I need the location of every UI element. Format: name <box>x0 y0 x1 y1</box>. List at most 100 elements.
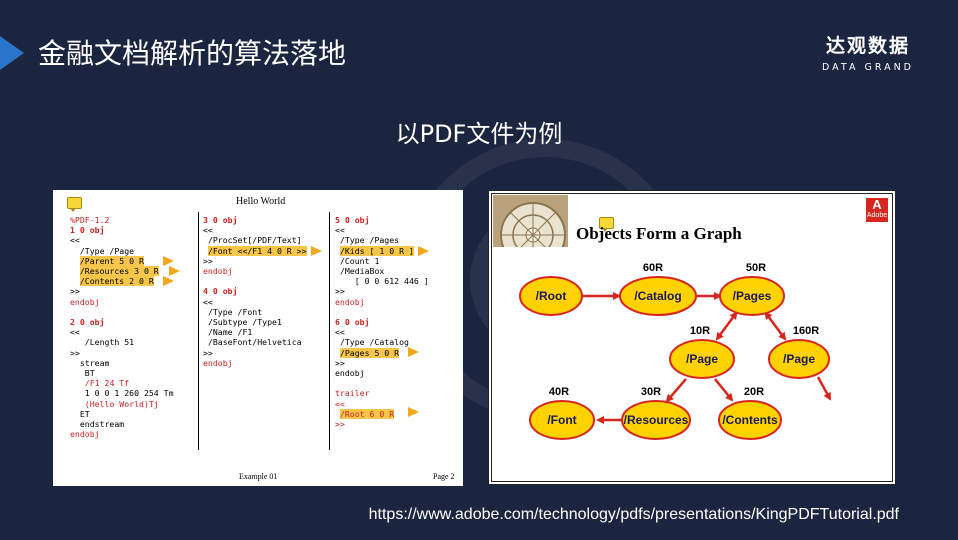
brand-name-en: DATA GRAND <box>822 62 914 73</box>
code-line: /Root 6 0 R <box>340 409 394 419</box>
node-page-2: /Page 160R <box>769 325 829 378</box>
svg-text:/Catalog: /Catalog <box>634 289 681 303</box>
code-line: >> <box>70 286 80 296</box>
reference-arrow <box>408 347 419 357</box>
code-line: >> <box>203 348 213 358</box>
code-line: /Subtype /Type1 <box>208 317 282 327</box>
svg-text:/Page: /Page <box>686 352 718 366</box>
pdf-source-example: Hello World %PDF-1.2 1 0 obj << /Type /P… <box>53 190 463 486</box>
code-line: /ProcSet[/PDF/Text] <box>208 235 302 245</box>
title-marker <box>0 36 24 70</box>
svg-text:/Page: /Page <box>783 352 815 366</box>
svg-text:160R: 160R <box>793 325 819 337</box>
code-line: 1 0 0 1 260 254 Tm <box>85 388 174 398</box>
code-line: (Hello World)Tj <box>85 399 159 409</box>
code-line: >> <box>335 286 345 296</box>
code-line: /Pages 5 0 R <box>340 348 399 358</box>
code-line: << <box>335 327 345 337</box>
object-graph: /Root /Catalog 60R /Pages 50R /Page 10R <box>492 194 894 483</box>
column-divider <box>198 212 199 450</box>
svg-text:/Font: /Font <box>547 413 576 427</box>
edge-pages-page2 <box>768 316 785 339</box>
obj-header: 3 0 obj <box>203 215 238 225</box>
code-line: /Parent 5 0 R <box>80 256 144 266</box>
edge-pages-page1 <box>717 316 734 339</box>
svg-text:50R: 50R <box>746 262 766 274</box>
code-line: << <box>335 225 345 235</box>
code-line: >> <box>70 348 80 358</box>
source-url: https://www.adobe.com/technology/pdfs/pr… <box>369 506 899 524</box>
code-line: /F1 24 Tf <box>85 378 129 388</box>
page-title: 金融文档解析的算法落地 <box>38 36 346 72</box>
code-column-2: 3 0 obj << /ProcSet[/PDF/Text] /Font <</… <box>203 215 307 368</box>
node-page-1: /Page 10R <box>670 325 734 378</box>
code-line: << <box>70 327 80 337</box>
code-line: endobj <box>203 358 233 368</box>
code-line: /Font <</F1 4 0 R >> <box>208 246 307 256</box>
node-resources: /Resources 30R <box>622 386 690 439</box>
code-line: /Type /Page <box>80 246 134 256</box>
code-line: >> <box>335 358 345 368</box>
code-line: endstream <box>80 419 124 429</box>
code-line: /Type /Pages <box>340 235 399 245</box>
svg-text:40R: 40R <box>549 386 569 398</box>
node-pages: /Pages 50R <box>720 262 784 315</box>
code-line: ET <box>80 409 90 419</box>
node-font: /Font 40R <box>530 386 594 439</box>
reference-arrow <box>169 266 180 276</box>
node-catalog: /Catalog 60R <box>620 262 696 315</box>
node-root: /Root <box>520 277 582 315</box>
svg-text:/Root: /Root <box>536 289 567 303</box>
example-footer-label: Example 01 <box>239 472 277 481</box>
slide-subtitle: 以PDF文件为例 <box>0 114 958 149</box>
code-line: /Kids [ 1 0 R ] <box>340 246 414 256</box>
page-number: Page 2 <box>433 472 455 481</box>
code-line: << <box>203 225 213 235</box>
code-line: /Resources 3 0 R <box>80 266 159 276</box>
pdf-header-line: %PDF-1.2 <box>70 215 109 225</box>
trailer-keyword: trailer <box>335 388 370 398</box>
note-icon <box>67 197 82 209</box>
code-line: /Name /F1 <box>208 327 252 337</box>
svg-text:20R: 20R <box>744 386 764 398</box>
reference-arrow <box>418 246 429 256</box>
edge-page1-contents <box>715 379 732 400</box>
code-line: /BaseFont/Helvetica <box>208 337 302 347</box>
code-line: /MediaBox <box>340 266 384 276</box>
code-line: >> <box>203 256 213 266</box>
reference-arrow <box>163 256 174 266</box>
code-line: /Type /Font <box>208 307 262 317</box>
code-line: endobj <box>70 429 100 439</box>
svg-text:/Pages: /Pages <box>733 289 772 303</box>
code-column-3: 5 0 obj << /Type /Pages /Kids [ 1 0 R ] … <box>335 215 429 429</box>
code-line: endobj <box>335 297 365 307</box>
brand-name-cn: 达观数据 <box>822 35 914 57</box>
code-line: BT <box>85 368 95 378</box>
svg-text:/Resources: /Resources <box>624 413 689 427</box>
reference-arrow <box>408 407 419 417</box>
svg-text:30R: 30R <box>641 386 661 398</box>
code-line: endobj <box>335 368 365 378</box>
obj-header: 5 0 obj <box>335 215 370 225</box>
code-line: endobj <box>203 266 233 276</box>
obj-header: 4 0 obj <box>203 286 238 296</box>
svg-text:10R: 10R <box>690 325 710 337</box>
code-line: endobj <box>70 297 100 307</box>
svg-text:/Contents: /Contents <box>722 413 778 427</box>
column-divider <box>329 212 330 450</box>
code-column-1: %PDF-1.2 1 0 obj << /Type /Page /Parent … <box>70 215 174 439</box>
code-line: /Length 51 <box>85 337 134 347</box>
obj-header: 1 0 obj <box>70 225 105 235</box>
edge-page2-offscreen <box>818 377 830 399</box>
code-line: << <box>335 399 345 409</box>
brand-logo: 达观数据 DATA GRAND <box>822 35 914 73</box>
code-line: stream <box>80 358 110 368</box>
edge-page1-resources <box>667 379 686 401</box>
code-line: >> <box>335 419 345 429</box>
svg-text:60R: 60R <box>643 262 663 274</box>
example-page-title: Hello World <box>236 196 285 207</box>
code-line: [ 0 0 612 446 ] <box>355 276 429 286</box>
